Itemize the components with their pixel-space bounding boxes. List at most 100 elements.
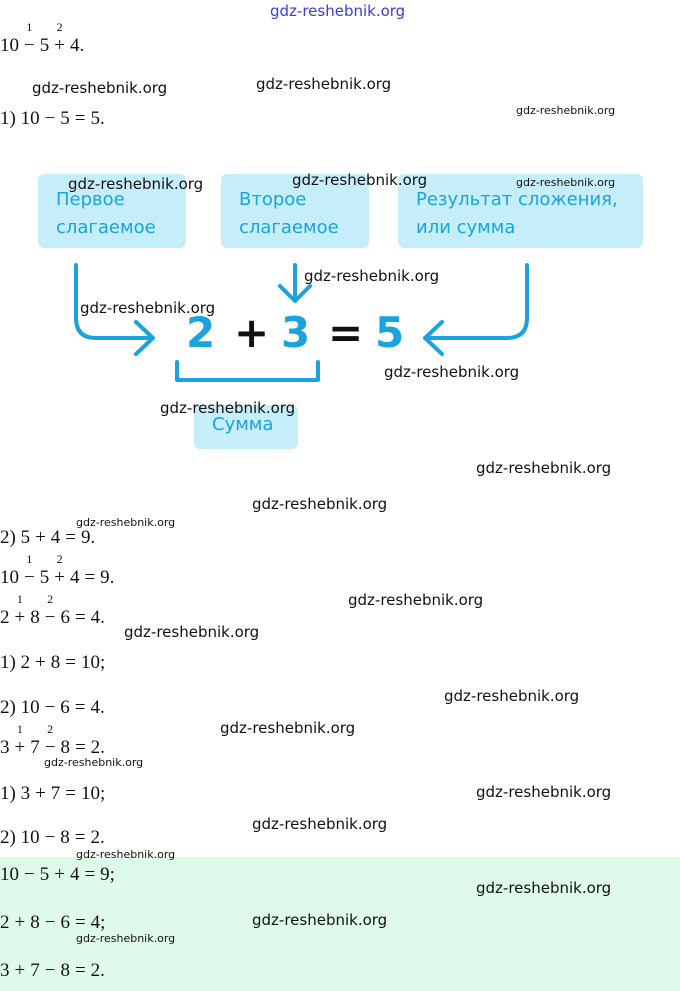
token-text: 7 — [30, 960, 40, 981]
token-text: − — [24, 35, 35, 56]
operand: 8 — [60, 960, 70, 981]
math-line-step-3-2: 2) 10−8=2. — [0, 827, 105, 849]
operand: 8 — [60, 827, 70, 848]
token-text: 6 — [60, 912, 70, 933]
operation-order-number: 1 — [26, 20, 33, 34]
operand: 4. — [91, 607, 105, 628]
operator: = — [65, 652, 76, 674]
operand: 9; — [100, 864, 115, 885]
math-line-step-2-2: 2) 10−6=4. — [0, 697, 105, 719]
first-addend-box: Первое слагаемое — [38, 174, 186, 248]
operator: −1 — [24, 552, 35, 589]
token-text: 4. — [90, 697, 105, 718]
token-text: + — [35, 527, 46, 548]
watermark: gdz-reshebnik.org — [256, 75, 392, 93]
operator: +1 — [15, 722, 26, 759]
token-text: 6 — [60, 697, 70, 718]
operator: −2 — [44, 722, 56, 759]
equals-sign: = — [328, 308, 364, 357]
operand: 10; — [81, 652, 105, 673]
token-text: − — [44, 737, 56, 758]
math-line-step-3-1: 1) 3+7=10; — [0, 783, 105, 805]
watermark: gdz-reshebnik.org — [384, 363, 520, 381]
token-text: 4. — [90, 607, 105, 628]
token-text: 10 — [0, 35, 19, 56]
watermark: gdz-reshebnik.org — [252, 815, 388, 833]
token-text: 8 — [60, 960, 70, 981]
second-addend-value: 3 — [281, 308, 311, 357]
operand: 10 — [0, 864, 19, 885]
watermark: gdz-reshebnik.org — [124, 623, 260, 641]
token-text: = — [74, 737, 86, 758]
token-text: 2) 5 — [0, 527, 31, 548]
operand: 4. — [91, 697, 105, 718]
operand: 4. — [70, 35, 84, 56]
token-text: 5 — [39, 567, 50, 588]
operator: = — [75, 697, 86, 719]
token-text: + — [14, 607, 26, 628]
operation-order-number: 2 — [47, 722, 54, 736]
token-text: + — [14, 912, 26, 933]
token-text: − — [44, 607, 56, 628]
token-text: 2. — [90, 827, 105, 848]
token-text: 5. — [90, 108, 105, 129]
operator: + — [35, 652, 46, 674]
math-line-answer-2: 2+8−6=4; — [0, 912, 105, 934]
token-text: 5 — [60, 108, 70, 129]
operator: = — [75, 108, 86, 130]
operator: = — [75, 912, 86, 934]
operation-order-number: 1 — [16, 722, 23, 736]
operator: = — [65, 783, 76, 805]
sum-term-box: Сумма — [194, 405, 298, 449]
token-text: 9; — [100, 864, 115, 885]
token-text: 8 — [30, 607, 40, 628]
token-text: 10; — [81, 652, 106, 673]
token-text: = — [84, 864, 96, 885]
token-text: 9. — [100, 567, 115, 588]
operand: 8 — [51, 652, 61, 673]
operator: − — [45, 912, 56, 934]
token-text: 8 — [60, 827, 70, 848]
token-text: 2) 10 — [0, 827, 40, 848]
token-text: = — [65, 527, 77, 548]
operator: +1 — [14, 592, 26, 629]
operator: + — [54, 864, 65, 886]
plus-sign: + — [234, 308, 270, 357]
watermark: gdz-reshebnik.org — [516, 176, 616, 189]
operator: + — [15, 960, 26, 982]
operand: 6 — [60, 607, 70, 628]
token-text: 1) 3 — [0, 783, 31, 804]
arrows-icon — [74, 263, 529, 382]
watermark: gdz-reshebnik.org — [32, 79, 168, 97]
operand: 7 — [51, 783, 61, 804]
operator: −1 — [24, 20, 35, 57]
operator: + — [35, 783, 46, 805]
second-addend-label: Второе слагаемое — [239, 189, 339, 238]
token-text: − — [44, 912, 56, 933]
operand: 8 — [30, 607, 40, 628]
token-text: 2. — [90, 960, 105, 981]
watermark: gdz-reshebnik.org — [76, 516, 176, 529]
operand: 3 — [0, 737, 10, 758]
first-addend-label: Первое слагаемое — [56, 189, 156, 238]
operation-order-number: 1 — [16, 592, 23, 606]
watermark: gdz-reshebnik.org — [44, 756, 144, 769]
operand: 1) 3 — [0, 783, 30, 804]
operator: = — [84, 567, 95, 589]
watermark: gdz-reshebnik.org — [476, 879, 612, 897]
token-text: 3 — [0, 737, 10, 758]
watermark: gdz-reshebnik.org — [444, 687, 580, 705]
operation-order-number: 2 — [56, 20, 63, 34]
token-text: 10 — [0, 864, 19, 885]
token-text: 2 — [0, 607, 10, 628]
operand: 10 — [0, 35, 19, 56]
token-text: − — [44, 108, 56, 129]
math-line-answer-3: 3+7−8=2. — [0, 960, 105, 982]
sum-value: 5 — [375, 308, 405, 357]
operation-order-number: 1 — [26, 552, 33, 566]
answer-highlight — [0, 857, 680, 991]
operand: 9. — [100, 567, 114, 588]
token-text: 6 — [60, 607, 70, 628]
